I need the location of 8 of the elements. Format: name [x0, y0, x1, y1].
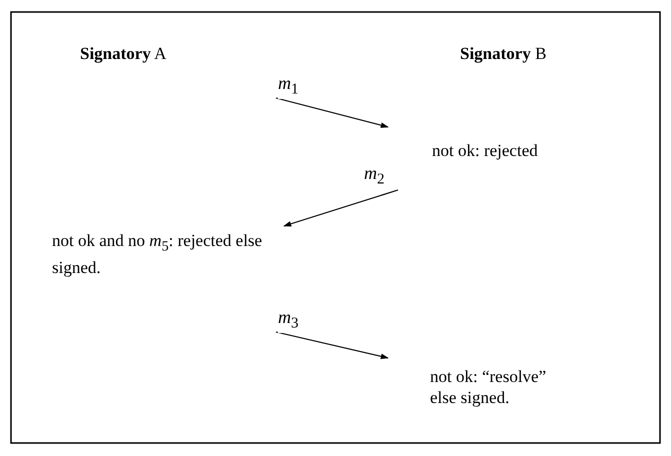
state-text: not ok: rejected: [432, 140, 539, 161]
arrow: [276, 331, 389, 360]
arrow: [283, 189, 398, 227]
state-text: not ok and no m$_{5}$: rejected else signed.: [52, 230, 264, 278]
party-heading: Signatory B: [460, 44, 546, 64]
arrow: [276, 97, 389, 128]
state-text: not ok: “resolve” else signed.: [430, 366, 548, 408]
party-heading: Signatory A: [80, 44, 166, 64]
